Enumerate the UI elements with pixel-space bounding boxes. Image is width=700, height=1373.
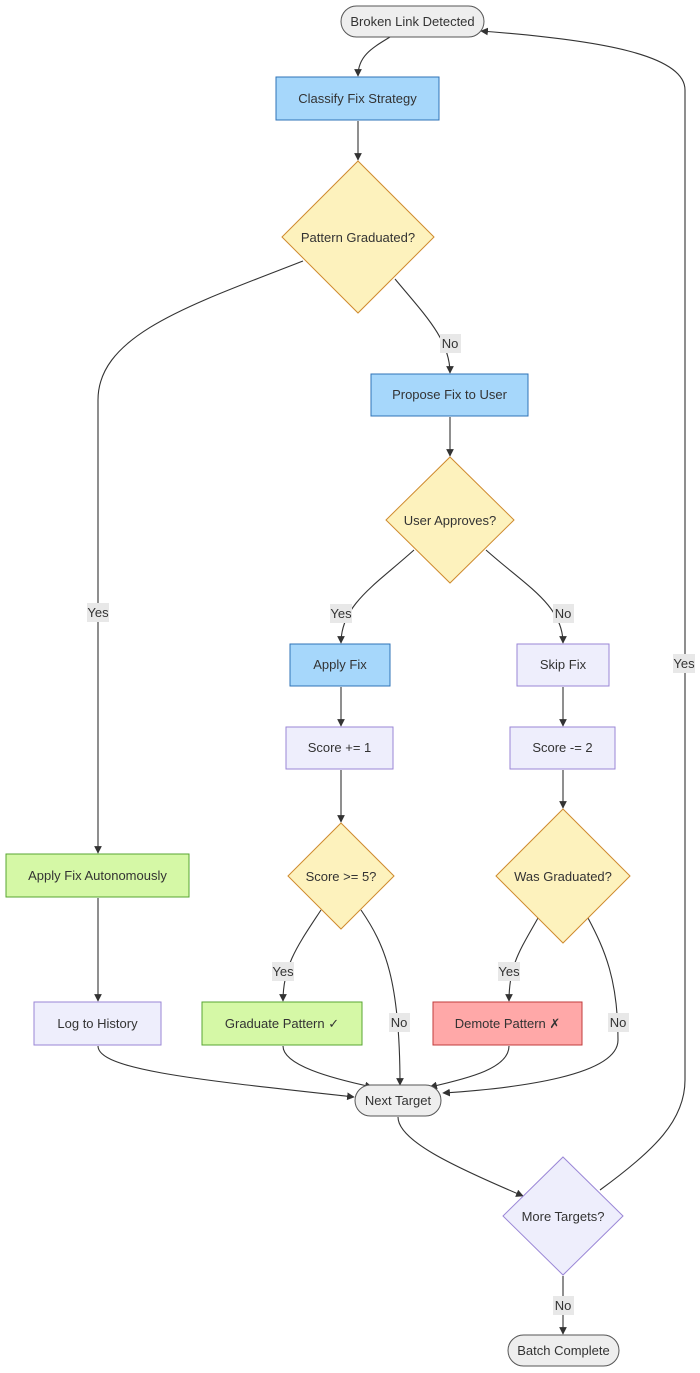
edge-score-gte-no	[360, 909, 404, 1086]
edge-label-score-gte-yes: Yes	[272, 962, 294, 981]
node-score-plus-1: Score += 1	[285, 726, 394, 770]
svg-text:Score += 1: Score += 1	[308, 740, 372, 755]
node-broken-link-detected: Broken Link Detected	[340, 5, 485, 38]
svg-text:No: No	[391, 1015, 408, 1030]
svg-text:Apply Fix Autonomously: Apply Fix Autonomously	[28, 868, 167, 883]
edges	[94, 27, 686, 1335]
svg-text:Pattern Graduated?: Pattern Graduated?	[301, 230, 415, 245]
svg-text:No: No	[610, 1015, 627, 1030]
edge-label-user-approves-no: No	[553, 604, 574, 623]
svg-text:Skip Fix: Skip Fix	[540, 657, 587, 672]
edge-label-more-targets-no: No	[553, 1296, 574, 1315]
svg-text:Yes: Yes	[673, 656, 695, 671]
node-was-graduated: Was Graduated?	[495, 808, 631, 944]
node-score-gte-5: Score >= 5?	[287, 822, 395, 930]
svg-text:Graduate Pattern ✓: Graduate Pattern ✓	[225, 1016, 339, 1031]
edge-log-to-next-target	[97, 1045, 355, 1101]
edge-label-score-gte-no: No	[389, 1013, 410, 1032]
svg-text:Yes: Yes	[87, 605, 109, 620]
edge-label-user-approves-yes: Yes	[330, 604, 352, 623]
svg-text:Apply Fix: Apply Fix	[313, 657, 367, 672]
edge-user-approves-no	[485, 549, 567, 644]
node-skip-fix: Skip Fix	[516, 643, 610, 687]
svg-text:Classify Fix Strategy: Classify Fix Strategy	[298, 91, 417, 106]
svg-text:User Approves?: User Approves?	[404, 513, 497, 528]
svg-text:No: No	[555, 606, 572, 621]
svg-text:Log to History: Log to History	[57, 1016, 138, 1031]
svg-text:Yes: Yes	[330, 606, 352, 621]
edge-pattern-graduated-yes	[94, 260, 304, 854]
node-batch-complete: Batch Complete	[507, 1334, 620, 1367]
edge-start-to-classify	[354, 36, 391, 77]
edge-label-pattern-graduated-no: No	[440, 334, 461, 353]
node-pattern-graduated: Pattern Graduated?	[281, 160, 435, 314]
edge-labels: Yes No Yes No Yes No Yes No	[87, 334, 695, 1315]
svg-text:Demote Pattern ✗: Demote Pattern ✗	[455, 1016, 561, 1031]
nodes: Broken Link Detected Classify Fix Strate…	[5, 5, 631, 1367]
edge-label-pattern-graduated-yes: Yes	[87, 603, 109, 622]
svg-text:No: No	[442, 336, 459, 351]
svg-text:Next Target: Next Target	[365, 1093, 432, 1108]
edge-more-targets-yes	[480, 27, 686, 1191]
svg-text:Was Graduated?: Was Graduated?	[514, 869, 612, 884]
node-classify-fix-strategy: Classify Fix Strategy	[275, 76, 440, 121]
node-propose-fix-to-user: Propose Fix to User	[370, 373, 529, 417]
edge-label-more-targets-yes: Yes	[673, 654, 695, 673]
edge-was-graduated-yes	[505, 917, 539, 1002]
node-apply-fix-autonomously: Apply Fix Autonomously	[5, 853, 190, 898]
svg-text:Broken Link Detected: Broken Link Detected	[350, 14, 474, 29]
edge-demote-to-next-target	[429, 1045, 510, 1090]
node-score-minus-2: Score -= 2	[509, 726, 616, 770]
svg-text:Yes: Yes	[272, 964, 294, 979]
node-more-targets: More Targets?	[502, 1156, 624, 1276]
svg-text:Yes: Yes	[498, 964, 520, 979]
svg-text:More Targets?: More Targets?	[522, 1209, 605, 1224]
svg-text:No: No	[555, 1298, 572, 1313]
node-log-to-history: Log to History	[33, 1001, 162, 1046]
svg-text:Propose Fix to User: Propose Fix to User	[392, 387, 508, 402]
node-user-approves: User Approves?	[385, 456, 515, 584]
edge-user-approves-yes	[337, 549, 415, 644]
svg-text:Score >= 5?: Score >= 5?	[306, 869, 377, 884]
edge-graduate-to-next-target	[282, 1045, 373, 1090]
edge-pattern-graduated-no	[394, 278, 454, 374]
node-demote-pattern: Demote Pattern ✗	[432, 1001, 583, 1046]
edge-label-was-graduated-no: No	[608, 1013, 629, 1032]
node-next-target: Next Target	[354, 1084, 442, 1117]
edge-was-graduated-no	[442, 917, 619, 1097]
edge-label-was-graduated-yes: Yes	[498, 962, 520, 981]
edge-next-target-to-more-targets	[397, 1116, 524, 1197]
node-apply-fix: Apply Fix	[289, 643, 391, 687]
edge-score-gte-yes	[279, 909, 322, 1002]
svg-text:Batch Complete: Batch Complete	[517, 1343, 610, 1358]
node-graduate-pattern: Graduate Pattern ✓	[201, 1001, 363, 1046]
svg-text:Score -= 2: Score -= 2	[532, 740, 592, 755]
